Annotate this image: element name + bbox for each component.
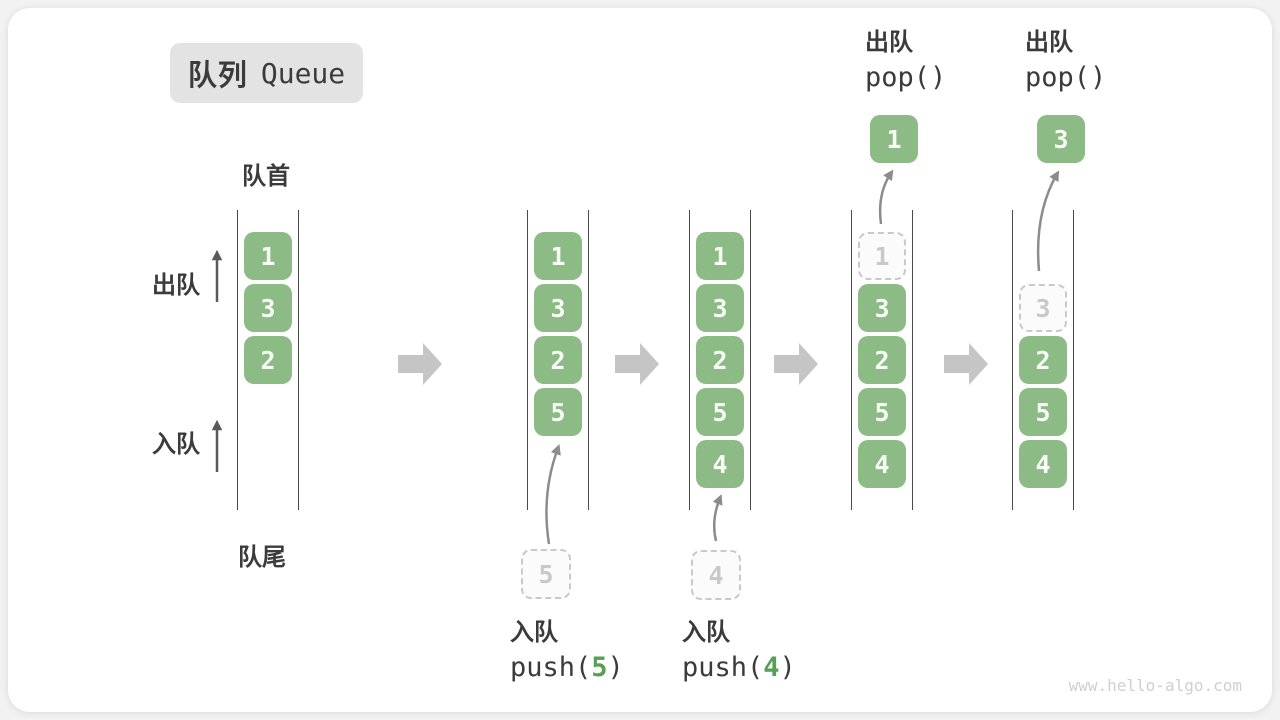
push-code-open: push( [510, 652, 592, 683]
label-queue-front: 队首 [242, 163, 290, 190]
push-code-label: push(5) [510, 650, 624, 686]
push-code-open: push( [682, 652, 764, 683]
queue-cell: 3 [244, 284, 292, 332]
push-code-close: ) [607, 652, 624, 683]
pop-zh-label: 出队 [1025, 29, 1073, 56]
ghost-cell: 1 [858, 232, 906, 280]
queue-cell: 3 [858, 284, 906, 332]
queue-cell: 1 [534, 232, 582, 280]
pop-code-label: pop() [865, 62, 947, 93]
push-code-close: ) [779, 652, 796, 683]
queue-cell: 1 [244, 232, 292, 280]
push-zh-label: 入队 [510, 619, 558, 646]
pop-operation-label-1: 出队 pop() [865, 28, 946, 96]
label-dequeue: 出队 [152, 272, 200, 299]
queue-cell: 5 [534, 388, 582, 436]
queue-channel-2 [527, 210, 589, 510]
staged-cell: 5 [521, 549, 571, 599]
queue-cell: 2 [1019, 336, 1067, 384]
queue-cell: 2 [858, 336, 906, 384]
push-zh-label: 入队 [682, 619, 730, 646]
queue-cell: 4 [1019, 440, 1067, 488]
label-queue-rear: 队尾 [238, 544, 286, 571]
queue-cell: 2 [534, 336, 582, 384]
queue-cell: 3 [696, 284, 744, 332]
queue-cell: 2 [244, 336, 292, 384]
queue-cell: 3 [534, 284, 582, 332]
popped-cell: 3 [1037, 115, 1085, 163]
push-arg: 5 [591, 652, 608, 683]
push-arg: 4 [763, 652, 780, 683]
ghost-cell: 3 [1019, 284, 1067, 332]
queue-cell: 1 [696, 232, 744, 280]
queue-channel-5 [1012, 210, 1074, 510]
queue-cell: 5 [858, 388, 906, 436]
queue-cell: 4 [696, 440, 744, 488]
queue-cell: 5 [1019, 388, 1067, 436]
title-badge: 队列 Queue [170, 43, 363, 103]
popped-cell: 1 [870, 115, 918, 163]
queue-channel-4 [851, 210, 913, 510]
pop-zh-label: 出队 [865, 29, 913, 56]
queue-cell: 5 [696, 388, 744, 436]
queue-channel-3 [689, 210, 751, 510]
pop-operation-label-2: 出队 pop() [1025, 28, 1106, 96]
push-operation-label-4: 入队 push(4) [682, 618, 796, 686]
queue-cell: 4 [858, 440, 906, 488]
staged-cell: 4 [691, 550, 741, 600]
pop-code-label: pop() [1025, 62, 1107, 93]
push-code-label: push(4) [682, 650, 796, 686]
title-en: Queue [260, 56, 346, 90]
diagram-card [8, 8, 1272, 712]
watermark: www.hello-algo.com [1068, 676, 1242, 695]
label-enqueue: 入队 [152, 431, 200, 458]
queue-channel-1 [237, 210, 299, 510]
push-operation-label-5: 入队 push(5) [510, 618, 624, 686]
queue-cell: 2 [696, 336, 744, 384]
title-zh: 队列 [187, 60, 248, 92]
